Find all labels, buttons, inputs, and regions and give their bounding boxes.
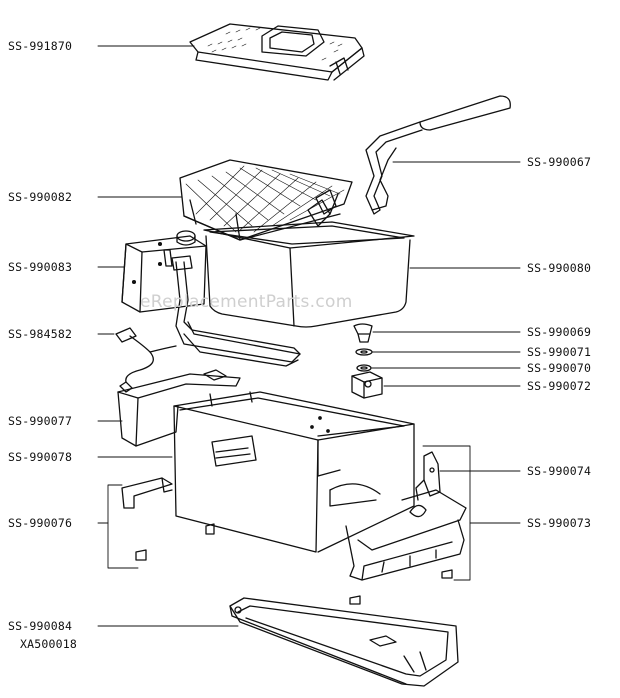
power-cord-drawing (115, 327, 177, 393)
control-box-drawing (121, 230, 207, 313)
label-latch: SS-990074 (527, 464, 592, 478)
watermark: eReplacementParts.com (140, 292, 353, 312)
label-washer: SS-990070 (527, 361, 592, 375)
label-lid: SS-991870 (8, 39, 73, 53)
label-knob: SS-990069 (527, 325, 592, 339)
basket-handle-drawing (365, 95, 511, 215)
lid-drawing (189, 23, 365, 81)
label-basket: SS-990082 (8, 190, 73, 204)
label-seal-ring: SS-990071 (527, 345, 592, 359)
label-diagram-ref: XA500018 (20, 637, 77, 651)
label-bracket: SS-990072 (527, 379, 592, 393)
leader-lines (97, 45, 521, 627)
label-control-box: SS-990083 (8, 260, 73, 274)
housing-drawing (173, 391, 415, 553)
label-housing: SS-990078 (8, 450, 73, 464)
label-handle: SS-990067 (527, 155, 592, 169)
label-bowl: SS-990080 (527, 261, 592, 275)
basket-drawing (179, 159, 353, 241)
label-side-bracket: SS-990077 (8, 414, 73, 428)
label-feet-rail: SS-990076 (8, 516, 73, 530)
front-rail-drawing (345, 489, 467, 581)
small-parts-drawing (351, 323, 383, 399)
label-base-tray: SS-990084 (8, 619, 73, 633)
feet-rail-drawing (121, 477, 173, 561)
base-tray-drawing (229, 595, 459, 687)
heating-element-drawing (171, 255, 301, 367)
bowl-drawing (203, 221, 415, 328)
label-front-rail: SS-990073 (527, 516, 592, 530)
label-cord: SS-984582 (8, 327, 73, 341)
side-bracket-drawing (117, 369, 241, 447)
